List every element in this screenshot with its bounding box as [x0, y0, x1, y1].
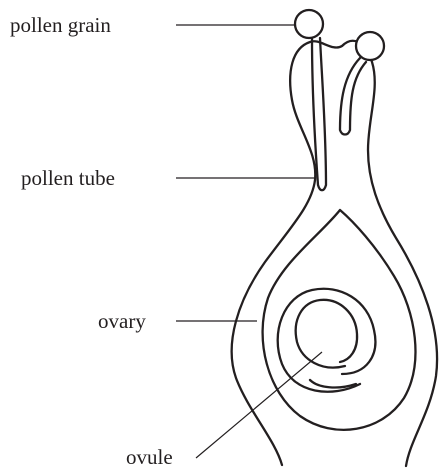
label-ovary: ovary: [98, 309, 146, 333]
ovary-cavity-outline: [263, 210, 416, 430]
ovule-funicle: [310, 380, 356, 387]
label-ovule: ovule: [126, 445, 173, 469]
pollen-grain-left: [295, 10, 323, 38]
label-pollen-grain: pollen grain: [10, 13, 111, 37]
label-pollen-tube: pollen tube: [21, 166, 115, 190]
ovule-integument-inner: [296, 300, 357, 368]
leader-ovule: [196, 352, 322, 458]
pollen-tube-right: [340, 58, 366, 135]
pollen-grain-right: [356, 32, 384, 60]
